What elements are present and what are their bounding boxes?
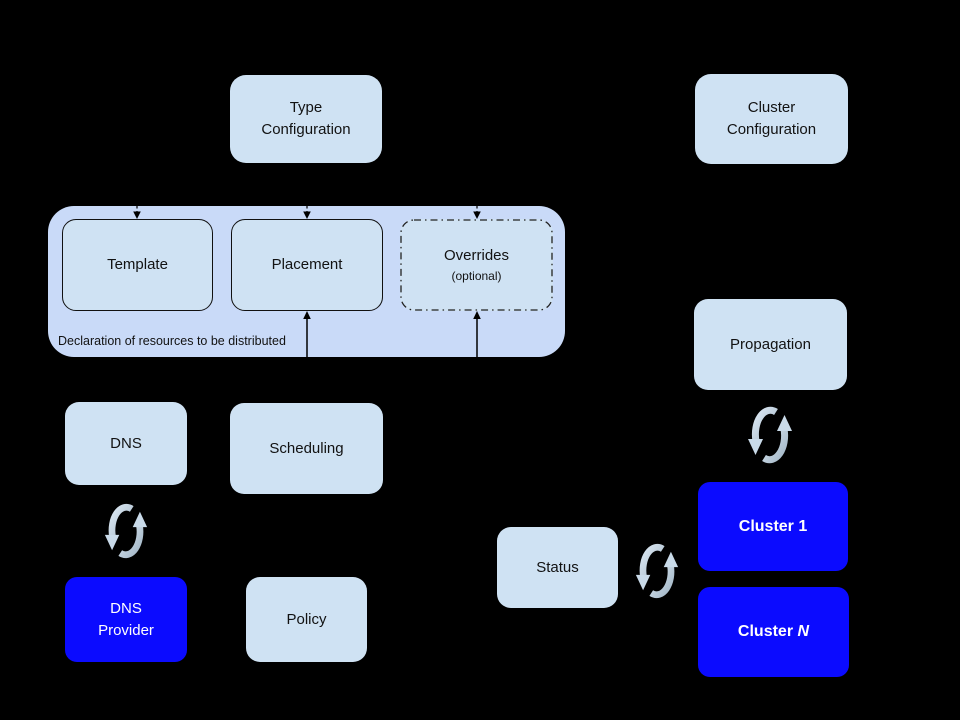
type-configuration-box: Type Configuration [230, 75, 382, 163]
policy-label: Policy [286, 610, 327, 628]
template-label: Template [107, 256, 168, 274]
dns-box: DNS [65, 402, 187, 485]
group-caption: Declaration of resources to be distribut… [58, 334, 286, 348]
policy-box: Policy [246, 577, 367, 662]
type-configuration-label: Type Configuration [261, 99, 351, 138]
sync-icon [102, 496, 150, 566]
dns-provider-box: DNS Provider [65, 577, 187, 662]
status-box: Status [497, 527, 618, 608]
cluster-1-label: Cluster 1 [738, 517, 808, 535]
status-label: Status [536, 558, 579, 576]
overrides-sublabel: (optional) [451, 268, 502, 283]
cluster-1-box: Cluster 1 [698, 482, 848, 571]
cluster-configuration-box: Cluster Configuration [695, 74, 848, 164]
sync-icon [633, 536, 681, 606]
scheduling-label: Scheduling [269, 439, 344, 457]
template-box: Template [62, 219, 213, 311]
cluster-n-box: Cluster N [698, 587, 849, 677]
overrides-label: Overrides [443, 246, 510, 264]
overrides-box: Overrides (optional) [400, 219, 553, 311]
dash-dot-border [400, 219, 553, 311]
cluster-n-variable: N [797, 623, 810, 641]
placement-box: Placement [231, 219, 383, 311]
propagation-label: Propagation [730, 335, 811, 353]
cluster-n-label: Cluster N [737, 623, 810, 641]
dns-provider-label: DNS Provider [98, 599, 154, 639]
dns-label: DNS [110, 434, 142, 452]
propagation-box: Propagation [694, 299, 847, 390]
placement-label: Placement [271, 256, 343, 274]
cluster-configuration-label: Cluster Configuration [726, 99, 817, 138]
sync-icon [745, 399, 795, 471]
scheduling-box: Scheduling [230, 403, 383, 494]
